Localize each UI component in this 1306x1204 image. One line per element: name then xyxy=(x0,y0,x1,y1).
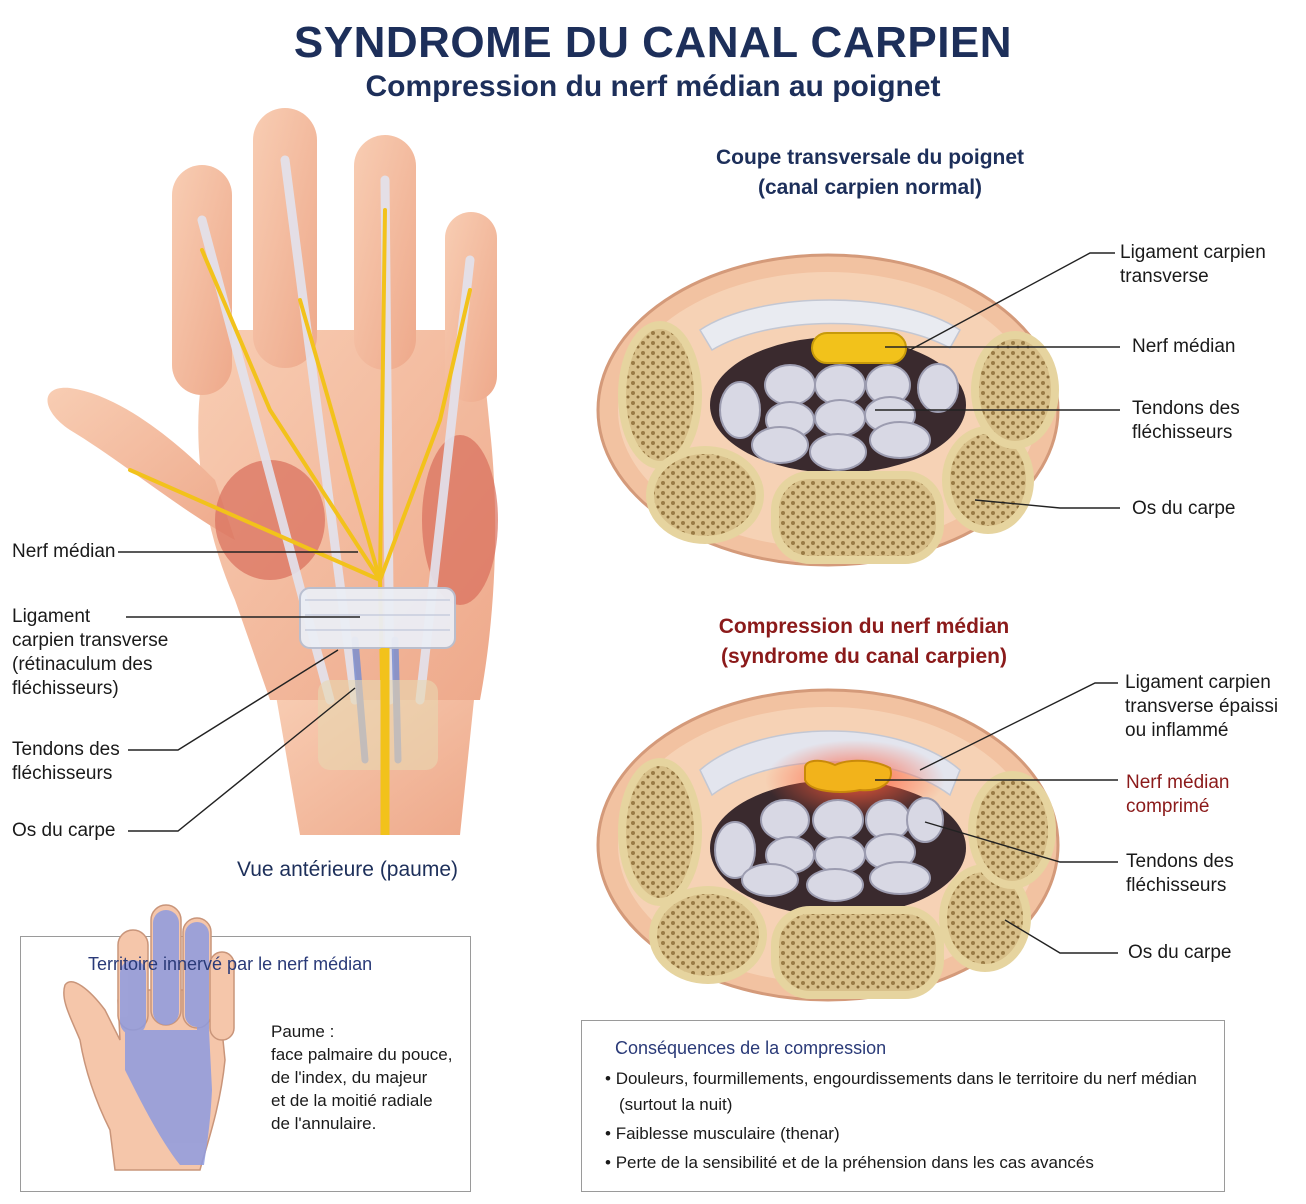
hand-label-ligament: Ligament carpien transverse (rétinaculum… xyxy=(12,606,169,699)
compressed-cross-section xyxy=(596,682,1118,1002)
page-title: SYNDROME DU CANAL CARPIEN xyxy=(293,18,1013,67)
hand-label-tendons: Tendons des fléchisseurs xyxy=(12,739,120,784)
consequences-box-title: Conséquences de la compression xyxy=(615,1038,887,1058)
compressed-label-bones: Os du carpe xyxy=(1128,942,1232,963)
territory-hand-illustration xyxy=(63,904,235,1171)
hand-label-carpal-bones: Os du carpe xyxy=(12,820,116,841)
normal-section-title: Coupe transversale du poignet (canal car… xyxy=(715,146,1025,199)
compressed-section-title: Compression du nerf médian (syndrome du … xyxy=(718,615,1010,668)
normal-label-ligament: Ligament carpien transverse xyxy=(1120,242,1266,287)
hand-illustration xyxy=(47,108,498,835)
territory-box-title: Territoire innervé par le nerf médian xyxy=(88,954,373,974)
page-subtitle: Compression du nerf médian au poignet xyxy=(365,70,941,103)
hand-view-caption: Vue antérieure (paume) xyxy=(237,858,459,881)
consequence-item: Faiblesse musculaire (thenar) xyxy=(605,1121,1205,1147)
compressed-label-nerve: Nerf médian comprimé xyxy=(1126,772,1230,817)
consequences-list: Douleurs, fourmillements, engourdissemen… xyxy=(605,1066,1205,1179)
compressed-label-ligament: Ligament carpien transverse épaissi ou i… xyxy=(1125,672,1279,741)
compressed-label-tendons: Tendons des fléchisseurs xyxy=(1126,851,1234,896)
normal-label-bones: Os du carpe xyxy=(1132,498,1236,519)
consequence-item: Perte de la sensibilité et de la préhens… xyxy=(605,1150,1205,1176)
territory-box-text: Paume : face palmaire du pouce, de l'ind… xyxy=(271,1022,453,1133)
normal-label-nerve: Nerf médian xyxy=(1132,336,1236,357)
hand-label-median-nerve: Nerf médian xyxy=(12,541,116,562)
normal-cross-section xyxy=(596,252,1120,567)
consequence-item: Douleurs, fourmillements, engourdissemen… xyxy=(605,1066,1205,1118)
normal-label-tendons: Tendons des fléchisseurs xyxy=(1132,398,1240,443)
